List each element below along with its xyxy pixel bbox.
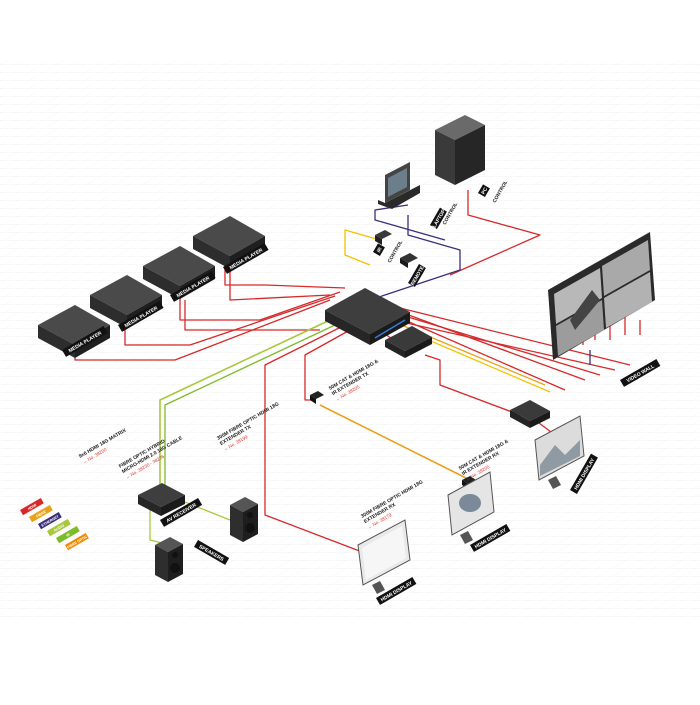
speaker-right [230, 497, 258, 542]
cable-wall-4 [401, 321, 616, 371]
ir-receiver [375, 230, 392, 245]
cable-matrix-av2 [164, 324, 336, 490]
cable-fibre-run [319, 404, 471, 481]
legend-swatch [56, 526, 80, 544]
legend-label: HDMI [27, 503, 37, 511]
cable-matrix-display1 [264, 324, 371, 556]
laptop [378, 162, 420, 209]
hdmi-matrix [325, 288, 410, 345]
cable-wall-3 [399, 317, 566, 391]
legend-item-ir: IR [56, 526, 80, 544]
av-receiver [138, 483, 185, 516]
cable-av-speaker2 [179, 499, 231, 521]
cable-matrix-av [159, 319, 331, 490]
legend-label: AUDIO [53, 523, 65, 532]
tag-text: PC [480, 186, 489, 195]
hdmi-display-2 [447, 471, 495, 544]
legend-item-audio: AUDIO [47, 519, 71, 537]
speaker-left [155, 537, 183, 582]
cable-laptop-matrix [369, 215, 461, 301]
cable-mp3b-matrix [184, 300, 320, 331]
legend-item-hdmi: HDMI [20, 498, 44, 516]
tag-pc: PC [478, 184, 490, 197]
cat-extender-tx [385, 326, 432, 358]
hdmi-display-1 [357, 519, 411, 594]
video-wall [548, 232, 655, 360]
legend-swatch [20, 498, 44, 516]
cat-extender-rx [510, 400, 550, 428]
cable-ir-matrix [344, 229, 381, 266]
legend-swatch [47, 519, 71, 537]
tag-text: IR [376, 246, 384, 254]
legend-item-fibre: FIBRE [29, 505, 53, 523]
hdmi-display-3 [534, 415, 585, 489]
cable-mp4b-matrix [229, 270, 331, 301]
cable-mp2-matrix [124, 295, 336, 346]
cable-mp4-matrix [224, 265, 346, 289]
cable-pc-wall [449, 190, 541, 276]
legend-swatch [38, 512, 62, 530]
fibre-extender-tx [310, 391, 324, 404]
pc-tower [435, 115, 485, 185]
legend-swatch [65, 533, 89, 551]
cable-cattx-catrx [424, 354, 521, 416]
tag-ir: IR [373, 243, 385, 256]
legend-label: IR [66, 532, 71, 537]
cable-mp3-matrix [179, 291, 341, 321]
cable-wall-1 [394, 309, 586, 381]
legend-label: FIBRE [36, 509, 48, 518]
legend-swatch [29, 505, 53, 523]
remote-control [400, 253, 418, 268]
